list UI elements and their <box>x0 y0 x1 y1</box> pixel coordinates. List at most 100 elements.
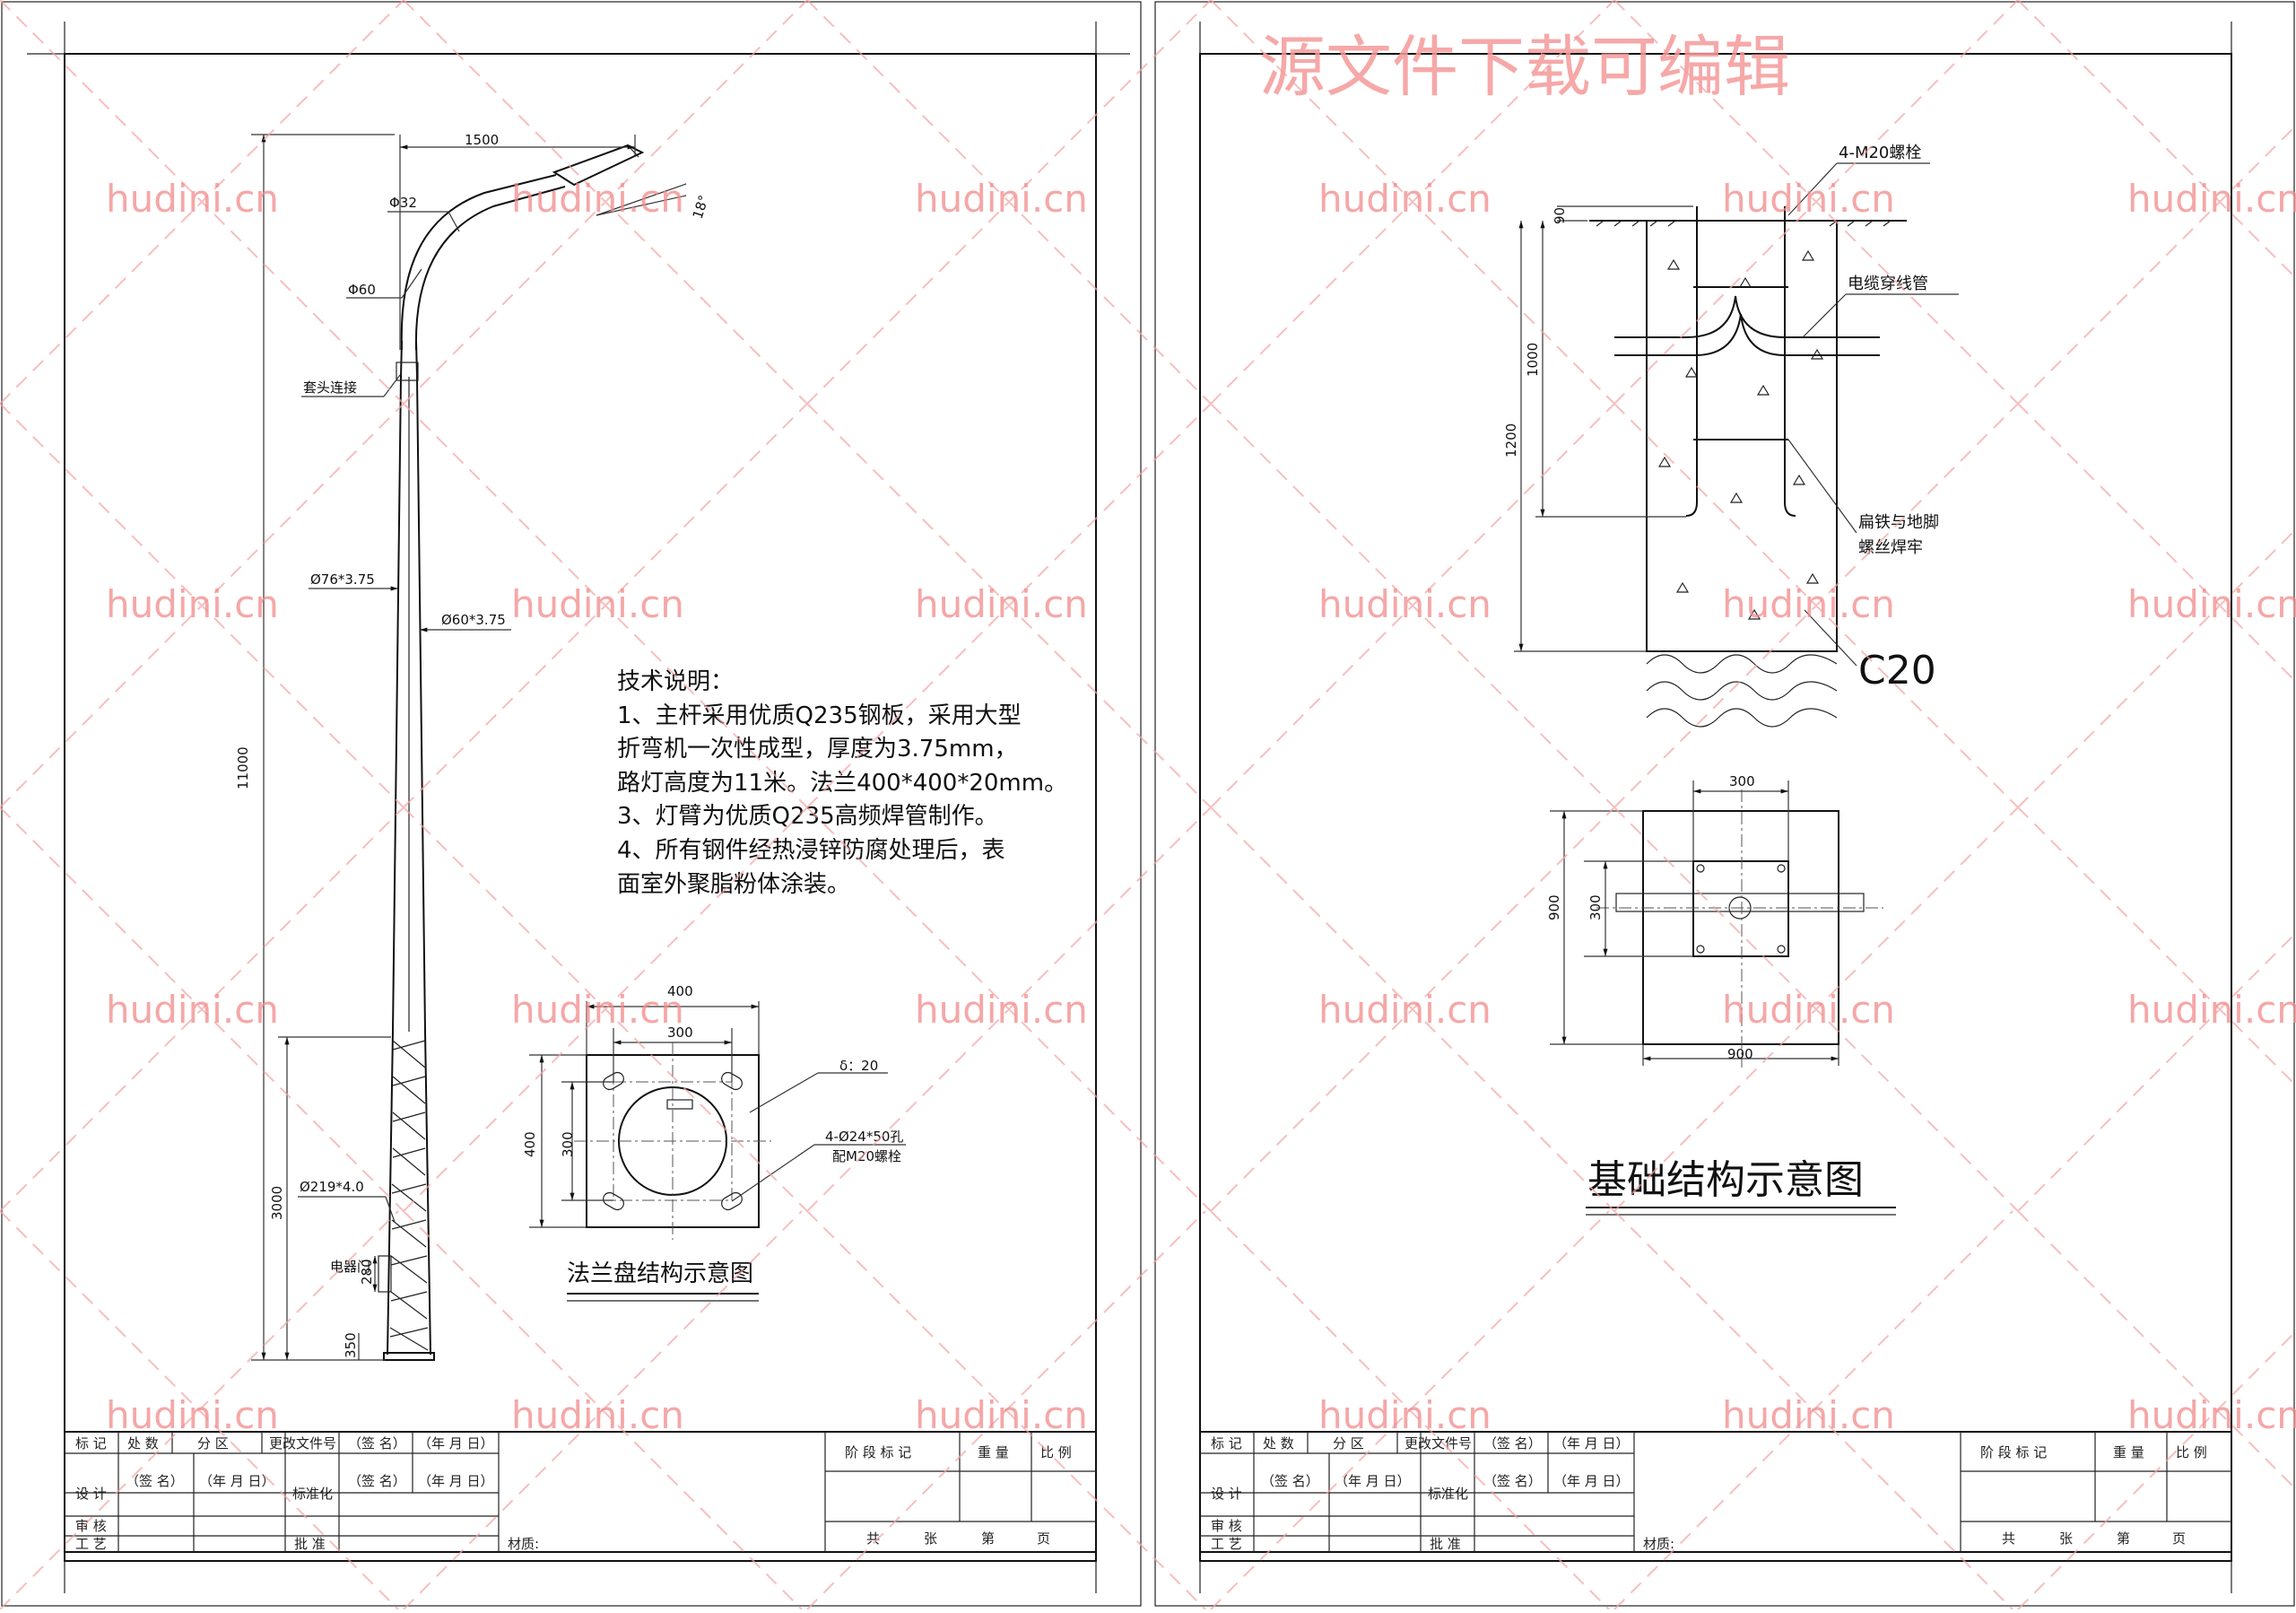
notes-line-6: 面室外聚脂粉体涂装。 <box>617 871 850 898</box>
tb-r-doc-no: 更改文件号 <box>1405 1435 1472 1452</box>
tb-zone: 分 区 <box>197 1435 229 1452</box>
tb-r-review: 审 核 <box>1211 1518 1242 1534</box>
tb-weight: 重 量 <box>978 1444 1009 1460</box>
tb-r-scale: 比 例 <box>2176 1444 2207 1460</box>
tb-standard: 标准化 <box>292 1486 333 1502</box>
flange-bolt-holes <box>603 1071 743 1211</box>
label-sleeve-connection: 套头连接 <box>303 379 357 396</box>
tb-page-unit: 页 <box>1037 1530 1050 1547</box>
flange-detail: 400 300 400 300 δ：20 4-Ø24*50孔 配M20螺栓 法兰… <box>522 983 906 1302</box>
dim-bottom-height: 3000 <box>269 1186 285 1220</box>
technical-notes: 技术说明： 1、主杆采用优质Q235钢板，采用大型 折弯机一次性成型，厚度为3.… <box>617 668 1067 898</box>
tb-sign: （签 名） <box>348 1435 406 1452</box>
flange-bolt-spacing: 300 <box>667 1024 693 1041</box>
watermark-site: hudini.cn <box>1722 177 1895 221</box>
tb-r-standard-date: （年 月 日） <box>1553 1473 1630 1489</box>
watermark-site: hudini.cn <box>2127 988 2296 1032</box>
dim-base-pipe: Ø219*4.0 <box>300 1179 364 1195</box>
dim-arm-pipe: Φ32 <box>389 195 417 211</box>
plan-inner-width: 300 <box>1729 773 1755 789</box>
watermark-site: hudini.cn <box>2127 582 2296 626</box>
plan-inner-height: 300 <box>1587 894 1604 920</box>
label-weld-note-2: 螺丝焊牢 <box>1858 538 1923 557</box>
watermark-site: hudini.cn <box>106 988 279 1032</box>
plan-outer-width: 900 <box>1727 1046 1753 1062</box>
foundation-plan: 300 300 900 900 基础结构示意图 <box>1546 773 1896 1216</box>
tb-date: （年 月 日） <box>418 1435 494 1452</box>
watermark-site: hudini.cn <box>511 582 684 626</box>
tb-design-date: （年 月 日） <box>199 1473 275 1489</box>
watermark-site-labels: hudini.cn hudini.cn hudini.cn hudini.cn … <box>106 177 2296 1437</box>
notes-line-3: 路灯高度为11米。法兰400*400*20mm。 <box>617 770 1067 797</box>
pole-dimensions: 1500 Φ32 18° Φ60 套头连接 Ø76*3.75 Ø60*3.75 … <box>235 132 712 1361</box>
dim-arm-angle: 18° <box>690 193 712 221</box>
tb-page: 第 <box>981 1530 995 1547</box>
dim-door-height: 280 <box>359 1259 375 1285</box>
dim-bolt-length: 1000 <box>1525 343 1541 377</box>
tb-total: 共 <box>866 1530 880 1547</box>
pole-elevation <box>378 144 645 1361</box>
watermark-site: hudini.cn <box>511 988 684 1032</box>
watermark-site: hudini.cn <box>511 1393 684 1437</box>
notes-line-5: 4、所有钢件经热浸锌防腐处理后，表 <box>617 837 1005 864</box>
watermark-site: hudini.cn <box>1722 582 1895 626</box>
tb-sheets: 张 <box>924 1530 937 1547</box>
dim-door-offset: 350 <box>343 1332 359 1358</box>
tb-r-sheets: 张 <box>2059 1530 2073 1547</box>
dim-arm-base: Φ60 <box>348 282 376 298</box>
tb-r-stage-mark: 阶 段 标 记 <box>1980 1444 2047 1460</box>
watermark-site: hudini.cn <box>106 177 279 221</box>
tb-mark: 标 记 <box>75 1435 107 1452</box>
watermark-site: hudini.cn <box>915 1393 1088 1437</box>
watermark-site: hudini.cn <box>1722 988 1895 1032</box>
tb-standard-sign: （签 名） <box>348 1473 406 1489</box>
flange-outer-height: 400 <box>522 1131 538 1157</box>
watermark-site: hudini.cn <box>915 177 1088 221</box>
tb-r-mark: 标 记 <box>1211 1435 1242 1452</box>
watermark-site: hudini.cn <box>915 988 1088 1032</box>
watermark-site: hudini.cn <box>915 582 1088 626</box>
flange-holes: 4-Ø24*50孔 <box>825 1129 903 1145</box>
label-electrical-door: 电器门 <box>330 1259 370 1275</box>
watermark-site: hudini.cn <box>2127 1393 2296 1437</box>
watermark-site: hudini.cn <box>106 582 279 626</box>
watermark-site: hudini.cn <box>106 1393 279 1437</box>
foundation-caption: 基础结构示意图 <box>1587 1157 1864 1203</box>
tb-r-page: 第 <box>2117 1530 2130 1547</box>
tb-count: 处 数 <box>127 1435 159 1452</box>
dim-upper-pole: Ø76*3.75 <box>310 571 375 588</box>
base-hatching <box>389 1040 429 1351</box>
plan-bolt-holes <box>1696 864 1786 954</box>
tb-design: 设 计 <box>75 1486 107 1502</box>
tb-r-material: 材质: <box>1643 1536 1674 1552</box>
flange-caption: 法兰盘结构示意图 <box>567 1260 753 1287</box>
notes-title: 技术说明： <box>617 668 734 695</box>
label-cable-pipe: 电缆穿线管 <box>1848 275 1928 293</box>
notes-line-1: 1、主杆采用优质Q235钢板，采用大型 <box>617 702 1022 729</box>
watermark-site: hudini.cn <box>1318 177 1492 221</box>
dim-total-height: 11000 <box>235 746 251 789</box>
tb-standard-date: （年 月 日） <box>418 1473 494 1489</box>
tb-r-design: 设 计 <box>1211 1486 1242 1502</box>
tb-r-count: 处 数 <box>1263 1435 1294 1452</box>
dim-arm-length: 1500 <box>465 132 499 148</box>
plan-outer-height: 900 <box>1546 894 1562 920</box>
dim-top-offset: 90 <box>1552 207 1568 224</box>
tb-review: 审 核 <box>75 1518 107 1534</box>
right-sheet-frame <box>1154 1 2295 1607</box>
dim-inner-pole: Ø60*3.75 <box>441 612 506 628</box>
flange-bolt-spacing-vertical: 300 <box>560 1131 576 1157</box>
tb-r-design-date: （年 月 日） <box>1335 1473 1411 1489</box>
flange-bolts: 配M20螺栓 <box>832 1148 901 1164</box>
tb-r-total: 共 <box>2002 1530 2015 1547</box>
tb-approve: 批 准 <box>294 1536 326 1552</box>
tb-r-approve: 批 准 <box>1430 1536 1461 1552</box>
tb-r-zone: 分 区 <box>1333 1435 1364 1452</box>
flange-thickness: δ：20 <box>839 1058 878 1074</box>
gravel-bed <box>1646 654 1838 728</box>
tb-r-standard: 标准化 <box>1428 1486 1468 1502</box>
flange-outer-width: 400 <box>667 983 693 999</box>
